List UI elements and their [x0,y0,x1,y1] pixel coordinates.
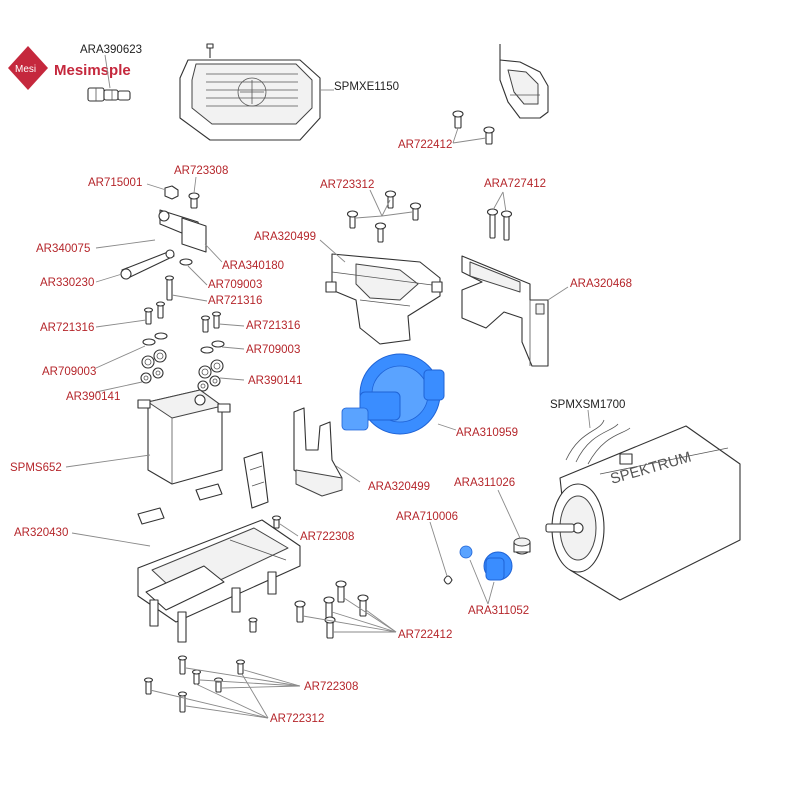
label-ara390623: ARA390623 [80,44,142,56]
label-spmxsm1700: SPMXSM1700 [550,399,625,411]
label-ar715001: AR715001 [88,177,142,189]
spur-gear-highlighted [341,353,457,435]
steering-linkage-parts [95,176,245,393]
label-ar330230: AR330230 [40,277,94,289]
label-ar390141-b: AR390141 [66,391,120,403]
diff-mount-top-part [319,189,443,345]
servo-mount-part [499,44,549,119]
label-ar722412-top: AR722412 [398,139,452,151]
label-ar709003-c: AR709003 [42,366,96,378]
label-ar722412-bottom: AR722412 [398,629,452,641]
label-ar723312: AR723312 [320,179,374,191]
label-ara340180: ARA340180 [222,260,284,272]
label-ara710006: ARA710006 [396,511,458,523]
motor-part: SPEKTRUM [545,409,741,601]
label-ar709003-a: AR709003 [208,279,262,291]
servo-part [65,389,231,485]
screws-ar722412-bottom [248,580,397,639]
label-ar709003-b: AR709003 [246,344,300,356]
label-ar721316-b: AR721316 [40,322,94,334]
screws-ar722412-top [452,110,495,145]
label-ara311026: ARA311026 [454,477,515,489]
label-ara320468: ARA320468 [570,278,632,290]
label-ara320499-mid: ARA320499 [368,481,430,493]
label-ar320430: AR320430 [14,527,68,539]
spacer-part [497,489,531,555]
connector-part [87,54,131,102]
brand-logo-mark-text: Mesi [15,64,36,75]
screws-ar722308-bottom [177,655,301,693]
label-ar722312: AR722312 [270,713,324,725]
label-ar340075: AR340075 [36,243,90,255]
brand-logo-mark [8,46,48,90]
label-ar390141-a: AR390141 [248,375,302,387]
servo-bracket-parts [137,451,269,525]
label-ara727412: ARA727412 [484,178,546,190]
screws-ar722312-bottom [143,673,269,719]
label-ar721316-c: AR721316 [246,320,300,332]
motor-mount-part [461,191,569,367]
label-spmxe1150: SPMXE1150 [334,81,399,93]
label-ara311052: ARA311052 [468,605,529,617]
pinion-gear-highlighted [429,521,513,605]
label-ar721316-a: AR721316 [208,295,262,307]
label-spms652: SPMS652 [10,462,62,474]
label-ar723308: AR723308 [174,165,228,177]
esc-part [179,43,334,141]
label-ar722308-b: AR722308 [304,681,358,693]
label-ar722308-a: AR722308 [300,531,354,543]
brand-name: Mesimsple [54,62,131,79]
label-ara320499-top: ARA320499 [254,231,316,243]
brand-logo: Mesi Mesimsple [8,46,131,90]
chassis-plate-part [71,515,301,643]
diff-mount-mid-part [293,407,361,497]
label-ara310959: ARA310959 [456,427,518,439]
